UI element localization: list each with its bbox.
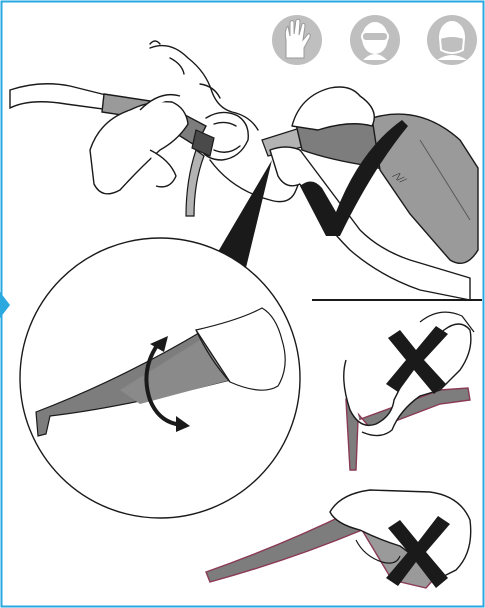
safety-glasses-icon bbox=[350, 15, 400, 65]
face-mask-icon bbox=[427, 15, 477, 65]
gloves-icon bbox=[272, 15, 322, 65]
incorrect-grip-1 bbox=[344, 312, 474, 470]
step-marker bbox=[0, 292, 10, 318]
detail-magnifier bbox=[20, 238, 300, 518]
